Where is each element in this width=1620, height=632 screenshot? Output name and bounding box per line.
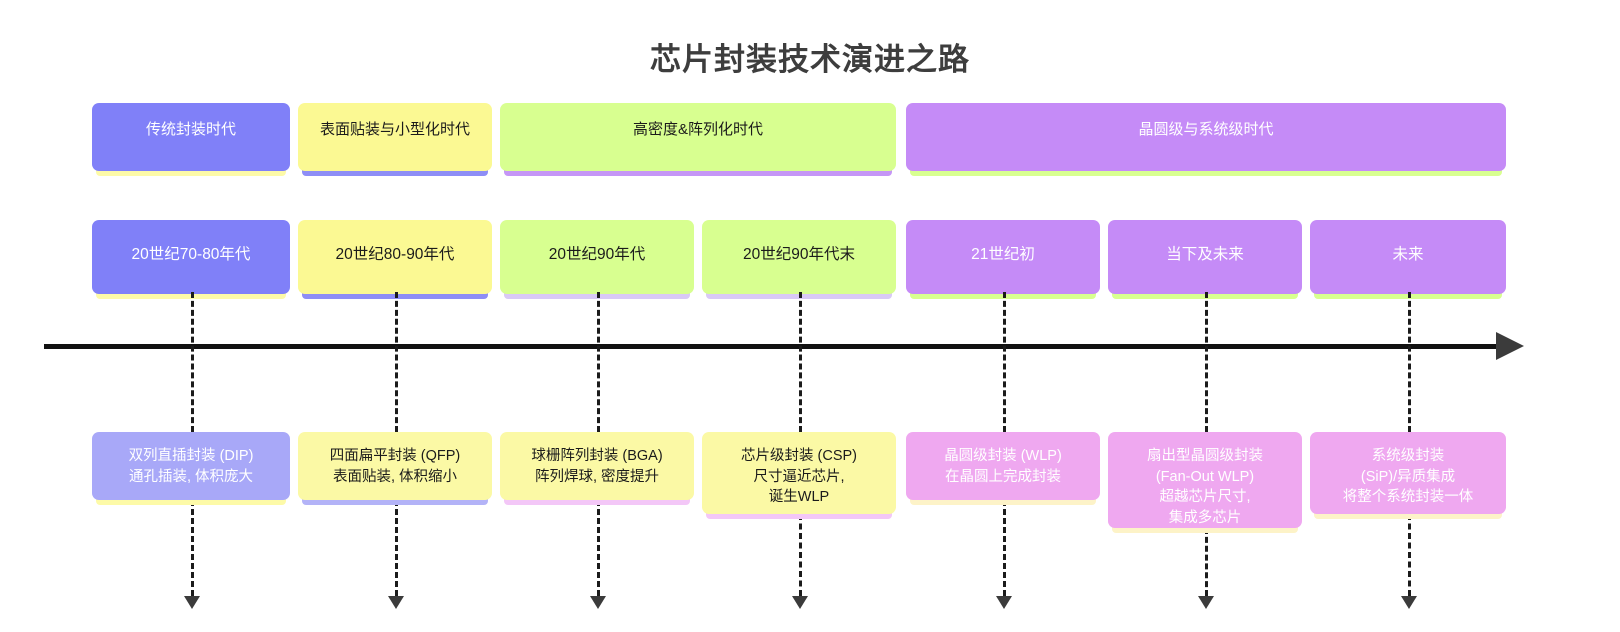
detail-box-5-accent-strip [910,498,1096,505]
period-box-5[interactable]: 21世纪初 [906,220,1100,294]
era-box-1-label: 传统封装时代 [145,121,236,138]
detail-box-3-accent-strip [504,498,690,505]
period-box-2-label: 20世纪80-90年代 [335,246,455,263]
period-box-6-label: 当下及未来 [1166,246,1244,263]
era-box-4-accent-strip [910,169,1502,176]
era-box-2-label: 表面贴装与小型化时代 [319,121,470,138]
connector-upper-5 [1003,292,1006,432]
period-box-4[interactable]: 20世纪90年代末 [702,220,896,294]
era-box-4[interactable]: 晶圆级与系统级时代 [906,103,1506,171]
detail-box-4[interactable]: 芯片级封装 (CSP) 尺寸逼近芯片, 诞生WLP [702,432,896,514]
connector-lower-7 [1408,514,1411,596]
period-box-3-label: 20世纪90年代 [548,246,646,263]
connector-arrow-icon-6 [1198,596,1214,609]
era-box-1[interactable]: 传统封装时代 [92,103,290,171]
connector-arrow-icon-5 [996,596,1012,609]
detail-box-1-label: 双列直插封装 (DIP) 通孔插装, 体积庞大 [128,448,254,485]
period-box-2[interactable]: 20世纪80-90年代 [298,220,492,294]
detail-box-6[interactable]: 扇出型晶圆级封装 (Fan-Out WLP) 超越芯片尺寸, 集成多芯片 [1108,432,1302,528]
period-box-6[interactable]: 当下及未来 [1108,220,1302,294]
connector-lower-4 [799,514,802,596]
era-box-3-label: 高密度&阵列化时代 [632,121,763,138]
detail-box-6-label: 扇出型晶圆级封装 (Fan-Out WLP) 超越芯片尺寸, 集成多芯片 [1147,448,1263,526]
detail-box-2[interactable]: 四面扁平封装 (QFP) 表面贴装, 体积缩小 [298,432,492,500]
detail-box-3[interactable]: 球栅阵列封装 (BGA) 阵列焊球, 密度提升 [500,432,694,500]
detail-box-7-accent-strip [1314,512,1502,519]
timeline-arrow-icon [1496,332,1524,360]
detail-box-7-label: 系统级封装 (SiP)/异质集成 将整个系统封装一体 [1342,448,1474,506]
detail-box-5[interactable]: 晶圆级封装 (WLP) 在晶圆上完成封装 [906,432,1100,500]
detail-box-4-accent-strip [706,512,892,519]
period-box-1-label: 20世纪70-80年代 [131,246,251,263]
detail-box-1[interactable]: 双列直插封装 (DIP) 通孔插装, 体积庞大 [92,432,290,500]
connector-upper-3 [597,292,600,432]
era-box-3-accent-strip [504,169,892,176]
period-box-3[interactable]: 20世纪90年代 [500,220,694,294]
era-box-1-accent-strip [96,169,286,176]
detail-box-4-label: 芯片级封装 (CSP) 尺寸逼近芯片, 诞生WLP [741,448,857,506]
connector-upper-6 [1205,292,1208,432]
connector-upper-2 [395,292,398,432]
timeline-axis-line [44,344,1502,349]
connector-arrow-icon-3 [590,596,606,609]
era-box-2-accent-strip [302,169,488,176]
connector-arrow-icon-4 [792,596,808,609]
connector-upper-1 [191,292,194,432]
connector-arrow-icon-2 [388,596,404,609]
period-box-7-label: 未来 [1392,246,1424,263]
detail-box-1-accent-strip [96,498,286,505]
detail-box-7[interactable]: 系统级封装 (SiP)/异质集成 将整个系统封装一体 [1310,432,1506,514]
era-box-3[interactable]: 高密度&阵列化时代 [500,103,896,171]
connector-lower-1 [191,500,194,596]
connector-lower-5 [1003,500,1006,596]
detail-box-2-label: 四面扁平封装 (QFP) 表面贴装, 体积缩小 [329,448,461,485]
era-box-4-label: 晶圆级与系统级时代 [1138,121,1274,138]
period-box-1[interactable]: 20世纪70-80年代 [92,220,290,294]
detail-box-2-accent-strip [302,498,488,505]
page-title: 芯片封装技术演进之路 [650,42,970,77]
era-box-2[interactable]: 表面贴装与小型化时代 [298,103,492,171]
detail-box-5-label: 晶圆级封装 (WLP) 在晶圆上完成封装 [944,448,1062,485]
connector-arrow-icon-1 [184,596,200,609]
connector-upper-4 [799,292,802,432]
connector-upper-7 [1408,292,1411,432]
period-box-7[interactable]: 未来 [1310,220,1506,294]
detail-box-6-accent-strip [1112,526,1298,533]
period-box-4-label: 20世纪90年代末 [743,246,855,263]
connector-arrow-icon-7 [1401,596,1417,609]
detail-box-3-label: 球栅阵列封装 (BGA) 阵列焊球, 密度提升 [531,448,663,485]
connector-lower-2 [395,500,398,596]
connector-lower-6 [1205,528,1208,596]
connector-lower-3 [597,500,600,596]
period-box-5-label: 21世纪初 [971,246,1035,263]
